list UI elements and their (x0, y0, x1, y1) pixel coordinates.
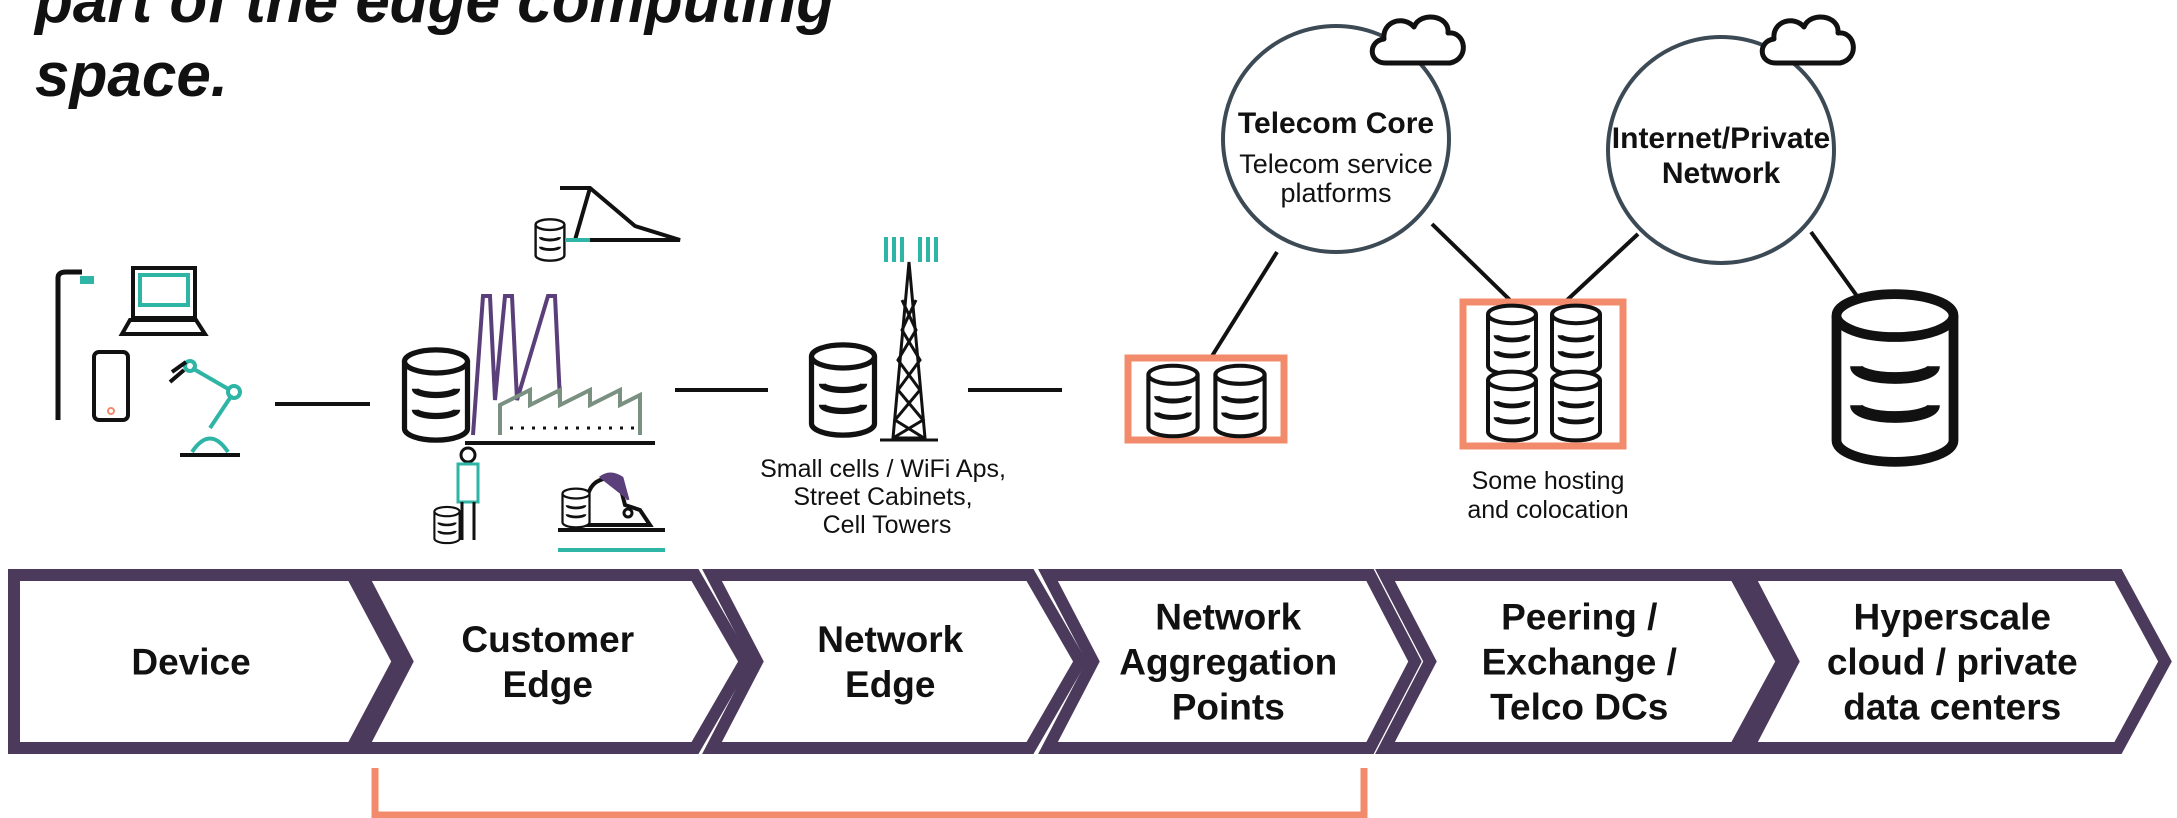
peering-box (1459, 298, 1627, 450)
database-icon (1148, 366, 1197, 437)
stage-label: Points (1172, 687, 1285, 728)
telecom-core-sub: platforms (1280, 178, 1391, 208)
database-icon (433, 505, 461, 545)
stage-chevron (8, 569, 405, 754)
stage-label: Hyperscale (1854, 597, 2051, 638)
internet-title: Internet/Private (1612, 122, 1830, 155)
robot-arm-icon (168, 359, 242, 457)
telecom-core-circle: Telecom Core Telecom service platforms (1221, 24, 1451, 254)
cell-tower-icon (880, 237, 938, 442)
database-icon (561, 487, 591, 529)
database-icon (1552, 306, 1600, 375)
stage-label: Edge (503, 664, 593, 705)
cloud-icon (1372, 17, 1463, 63)
title-line-2: space. (35, 41, 228, 110)
hosting-caption: Some hosting and colocation (1467, 467, 1628, 524)
database-icon (1215, 366, 1264, 437)
title-line-1: part of the edge computing (33, 0, 834, 36)
airplane-icon (560, 186, 681, 242)
stage-label: Exchange / (1482, 642, 1677, 683)
database-icon (812, 345, 875, 435)
caption-line: Small cells / WiFi Aps, (760, 455, 1006, 483)
caption-line: and colocation (1467, 496, 1628, 524)
stage-label: Device (131, 642, 250, 683)
stage-label: Aggregation (1119, 642, 1337, 683)
aggregation-box (1124, 354, 1288, 444)
telecom-core-sub: Telecom service (1239, 149, 1433, 179)
internet-title: Network (1662, 157, 1781, 190)
stage-chevron (352, 569, 752, 754)
database-icon (534, 217, 566, 263)
stage-label: cloud / private (1827, 642, 2078, 683)
telecom-core-title: Telecom Core (1238, 107, 1434, 140)
factory-icon (465, 294, 655, 445)
database-icon (1552, 372, 1600, 441)
caption-line: Cell Towers (823, 511, 952, 539)
laptop-icon (118, 266, 209, 336)
edge-bracket (371, 768, 1368, 818)
stage-label: Peering / (1501, 597, 1657, 638)
stage-chevron (1738, 569, 2172, 754)
stage-chevron (702, 569, 1087, 754)
internet-circle: Internet/Private Network (1606, 35, 1836, 265)
stage-chevrons: DeviceCustomerEdgeNetworkEdgeNetworkAggr… (8, 569, 2172, 754)
caption-line: Street Cabinets, (793, 483, 972, 511)
network-edge-caption: Small cells / WiFi Aps, Street Cabinets,… (760, 455, 1006, 539)
stage-chevron (1038, 569, 1422, 754)
database-icon (1488, 306, 1536, 375)
stage-label: data centers (1843, 687, 2061, 728)
cloud-icon (1762, 17, 1853, 63)
database-icon (405, 350, 468, 440)
stage-label: Network (1155, 597, 1301, 638)
database-icon (1488, 372, 1536, 441)
stage-label: Edge (845, 664, 935, 705)
stage-label: Telco DCs (1490, 687, 1668, 728)
stage-label: Network (817, 619, 963, 660)
caption-line: Some hosting (1472, 467, 1625, 495)
phone-icon (92, 350, 130, 422)
stage-chevron (1375, 569, 1789, 754)
street-lamp-icon (55, 269, 94, 420)
person-icon (456, 446, 480, 540)
car-icon (558, 472, 665, 552)
database-icon (1837, 294, 1954, 462)
stage-label: Customer (461, 619, 634, 660)
